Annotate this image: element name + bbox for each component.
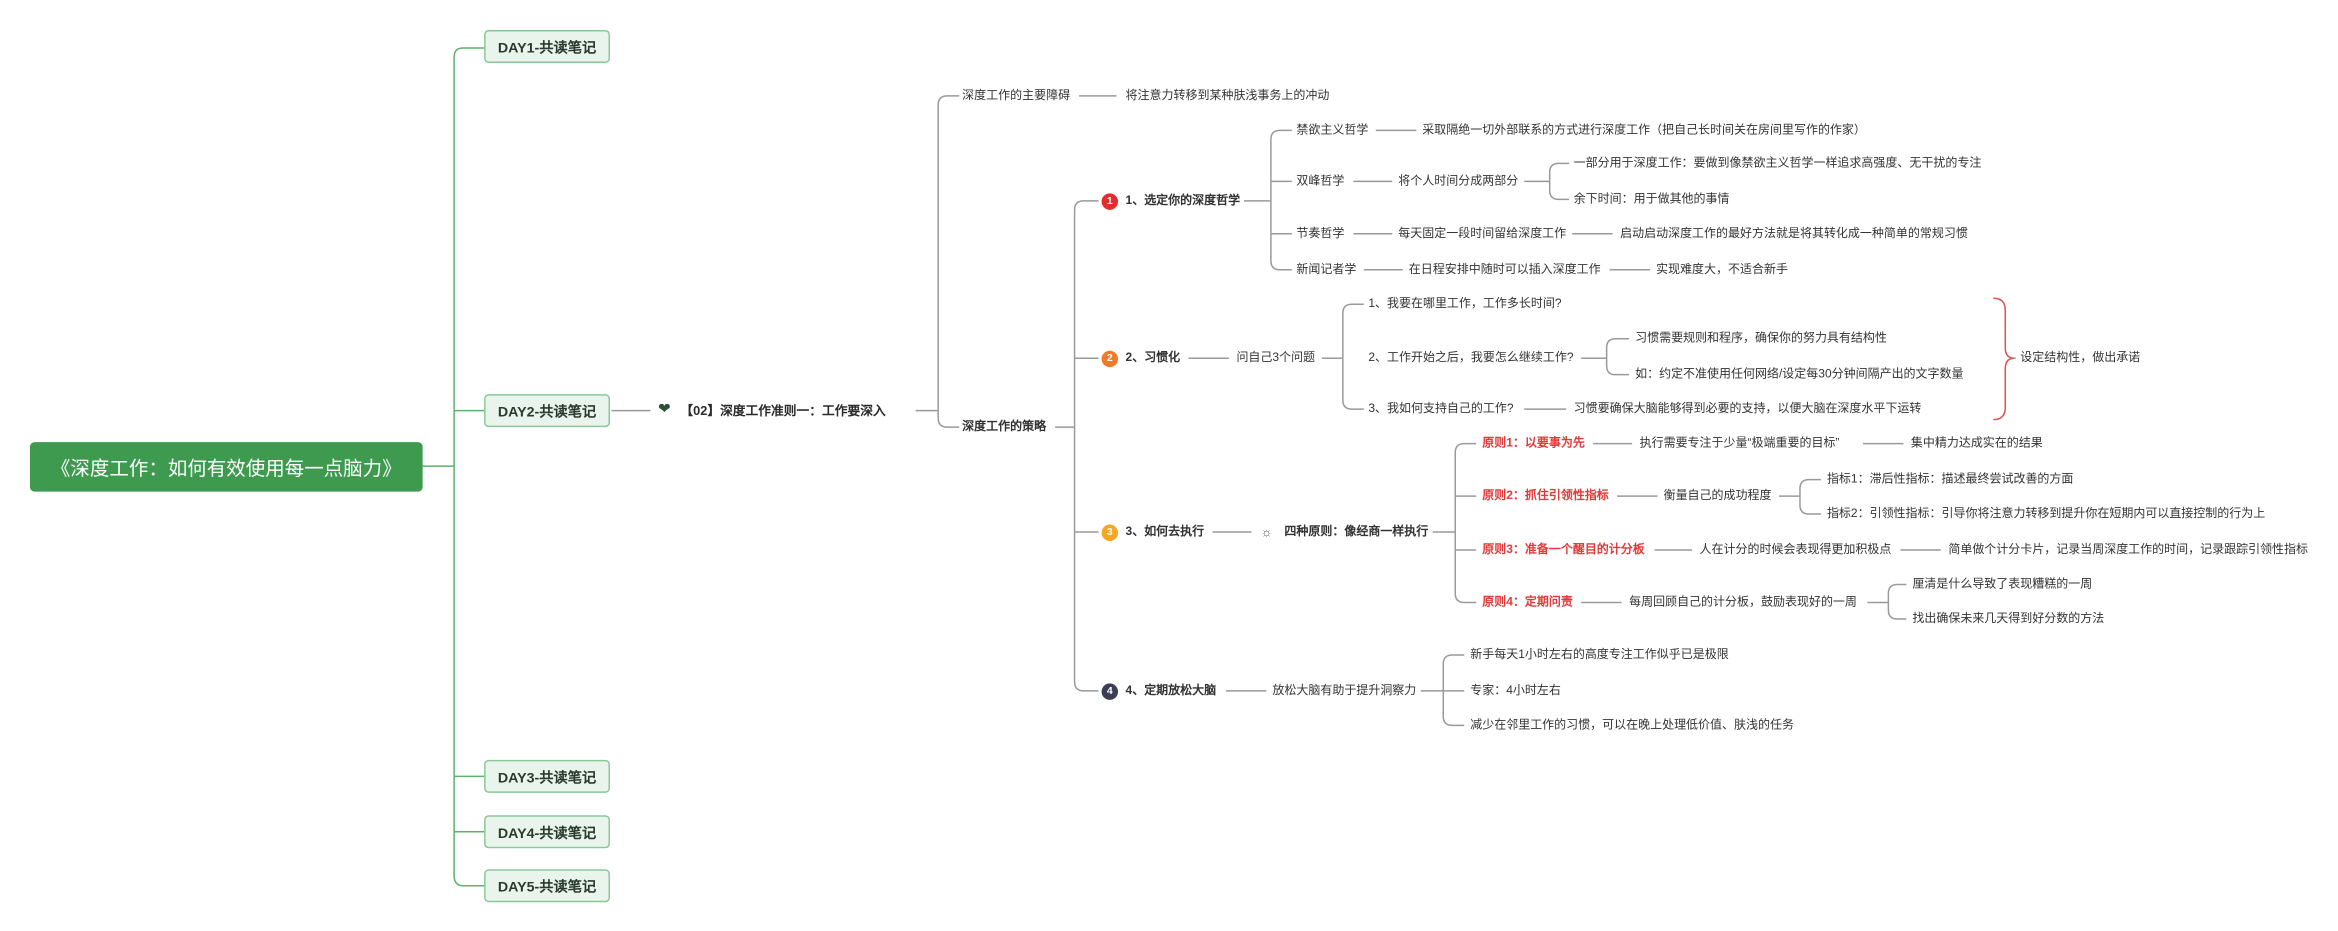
lightbulb-icon: ☼ — [1260, 524, 1273, 540]
principle3-detail[interactable]: 人在计分的时候会表现得更加积极点 — [1699, 542, 1892, 557]
s2-q2b[interactable]: 如：约定不准使用任何网络/设定每30分钟间隔产出的文字数量 — [1635, 367, 1964, 381]
obstacle-label[interactable]: 深度工作的主要障碍 — [962, 88, 1071, 102]
s1-b-sub2[interactable]: 余下时间：用于做其他的事情 — [1573, 191, 1730, 206]
principle3-sub[interactable]: 简单做个计分卡片，记录当周深度工作的时间，记录跟踪引领性指标 — [1948, 542, 2309, 557]
s2-ask[interactable]: 问自己3个问题 — [1236, 350, 1316, 365]
s1-b-sub1[interactable]: 一部分用于深度工作：要做到像禁欲主义哲学一样追求高强度、无干扰的专注 — [1573, 155, 1982, 170]
s1-a-label[interactable]: 禁欲主义哲学 — [1296, 122, 1369, 137]
s1-d-sub[interactable]: 实现难度大，不适合新手 — [1656, 262, 1788, 276]
principle2-sub1[interactable]: 指标1：滞后性指标：描述最终尝试改善的方面 — [1826, 472, 2074, 486]
principle2-label[interactable]: 原则2：抓住引领性指标 — [1482, 488, 1609, 503]
s1-c-sub[interactable]: 启动启动深度工作的最好方法就是将其转化成一种简单的常规习惯 — [1620, 226, 1968, 240]
day4-node[interactable]: DAY4-共读笔记 — [484, 815, 610, 849]
s1-d-detail[interactable]: 在日程安排中随时可以插入深度工作 — [1408, 262, 1601, 276]
s2-q3[interactable]: 3、我如何支持自己的工作? — [1368, 401, 1514, 416]
principle2-detail[interactable]: 衡量自己的成功程度 — [1663, 488, 1772, 503]
s2-q3a[interactable]: 习惯要确保大脑能够得到必要的支持，以便大脑在深度水平下运转 — [1573, 401, 1922, 416]
principle1-sub[interactable]: 集中精力达成实在的结果 — [1910, 436, 2043, 450]
s1-d-label[interactable]: 新闻记者学 — [1296, 262, 1357, 276]
root-node[interactable]: 《深度工作：如何有效使用每一点脑力》 — [29, 442, 423, 492]
principle2-sub2[interactable]: 指标2：引领性指标：引导你将注意力转移到提升你在短期内可以直接控制的行为上 — [1826, 506, 2266, 521]
s4-sub3[interactable]: 减少在邻里工作的习惯，可以在晚上处理低价值、肤浅的任务 — [1470, 717, 1794, 732]
day2-node[interactable]: DAY2-共读笔记 — [484, 394, 610, 428]
principle4-label[interactable]: 原则4：定期问责 — [1482, 594, 1573, 609]
s4-sub2[interactable]: 专家：4小时左右 — [1470, 683, 1561, 697]
principle1-detail[interactable]: 执行需要专注于少量“极端重要的目标” — [1639, 436, 1840, 450]
s1-b-detail[interactable]: 将个人时间分成两部分 — [1398, 173, 1519, 188]
s2-q2a[interactable]: 习惯需要规则和程序，确保你的努力具有结构性 — [1635, 331, 1887, 345]
principle4-detail[interactable]: 每周回顾自己的计分板，鼓励表现好的一周 — [1629, 594, 1857, 609]
s1-a-detail[interactable]: 采取隔绝一切外部联系的方式进行深度工作（把自己长时间关在房间里写作的作家） — [1422, 122, 1866, 137]
s1-label[interactable]: 1、选定你的深度哲学 — [1125, 193, 1241, 207]
s4-detail[interactable]: 放松大脑有助于提升洞察力 — [1272, 683, 1417, 697]
s2-label[interactable]: 2、习惯化 — [1125, 350, 1181, 365]
s1-c-detail[interactable]: 每天固定一段时间留给深度工作 — [1398, 226, 1567, 240]
topic-label[interactable]: 【02】深度工作准则一：工作要深入 — [680, 403, 886, 419]
day3-node[interactable]: DAY3-共读笔记 — [484, 759, 610, 793]
s2-q1[interactable]: 1、我要在哪里工作，工作多长时间? — [1368, 296, 1562, 311]
day1-node[interactable]: DAY1-共读笔记 — [484, 29, 610, 63]
principle4-sub2[interactable]: 找出确保未来几天得到好分数的方法 — [1912, 611, 2105, 625]
heart-icon: ❤ — [657, 401, 671, 419]
number-badge: 3 — [1101, 524, 1119, 542]
principle3-label[interactable]: 原则3：准备一个醒目的计分板 — [1482, 542, 1645, 557]
s1-b-label[interactable]: 双峰哲学 — [1296, 173, 1345, 188]
principle1-label[interactable]: 原则1：以要事为先 — [1482, 436, 1585, 450]
strategy-label[interactable]: 深度工作的策略 — [962, 419, 1047, 434]
s2-q2[interactable]: 2、工作开始之后，我要怎么继续工作? — [1368, 350, 1574, 365]
s3-label[interactable]: 3、如何去执行 — [1125, 524, 1205, 539]
number-badge: 4 — [1101, 683, 1119, 700]
number-badge: 2 — [1101, 350, 1119, 368]
s1-c-label[interactable]: 节奏哲学 — [1296, 226, 1345, 240]
s4-sub1[interactable]: 新手每天1小时左右的高度专注工作似乎已是极限 — [1470, 647, 1729, 661]
obstacle-detail[interactable]: 将注意力转移到某种肤浅事务上的冲动 — [1125, 88, 1330, 102]
four-principles-label[interactable]: 四种原则：像经商一样执行 — [1284, 524, 1429, 539]
day5-node[interactable]: DAY5-共读笔记 — [484, 869, 610, 903]
number-badge: 1 — [1101, 193, 1119, 210]
brace-note[interactable]: 设定结构性，做出承诺 — [2020, 350, 2141, 365]
s4-label[interactable]: 4、定期放松大脑 — [1125, 683, 1217, 697]
principle4-sub1[interactable]: 厘清是什么导致了表现糟糕的一周 — [1912, 577, 2093, 591]
